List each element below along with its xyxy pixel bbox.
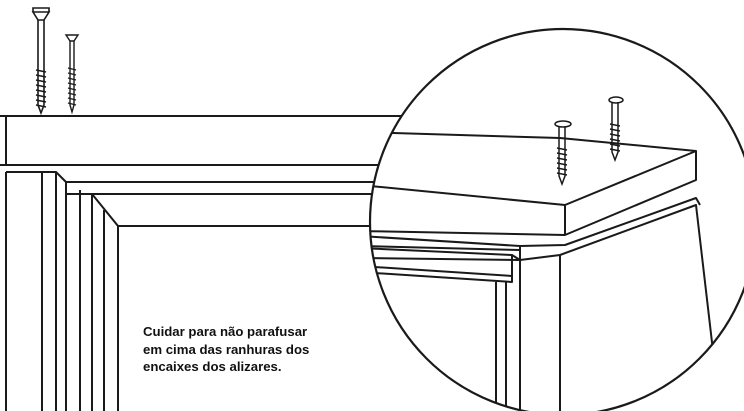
detail-magnifier: [370, 29, 744, 411]
trim-inner: [91, 193, 380, 227]
overview-drawing: [0, 115, 420, 411]
detail-drawing: [370, 131, 721, 411]
header-board: [0, 115, 7, 166]
detail-trim: [370, 247, 521, 261]
screw-icon: [608, 96, 624, 163]
screw-icon: [31, 7, 51, 116]
detail-header-board: [370, 131, 697, 236]
instruction-text: Cuidar para não parafusar em cima das ra…: [143, 324, 310, 374]
screw-icon: [554, 120, 572, 187]
trim-outer: [55, 171, 400, 183]
screw-icon: [64, 34, 80, 115]
